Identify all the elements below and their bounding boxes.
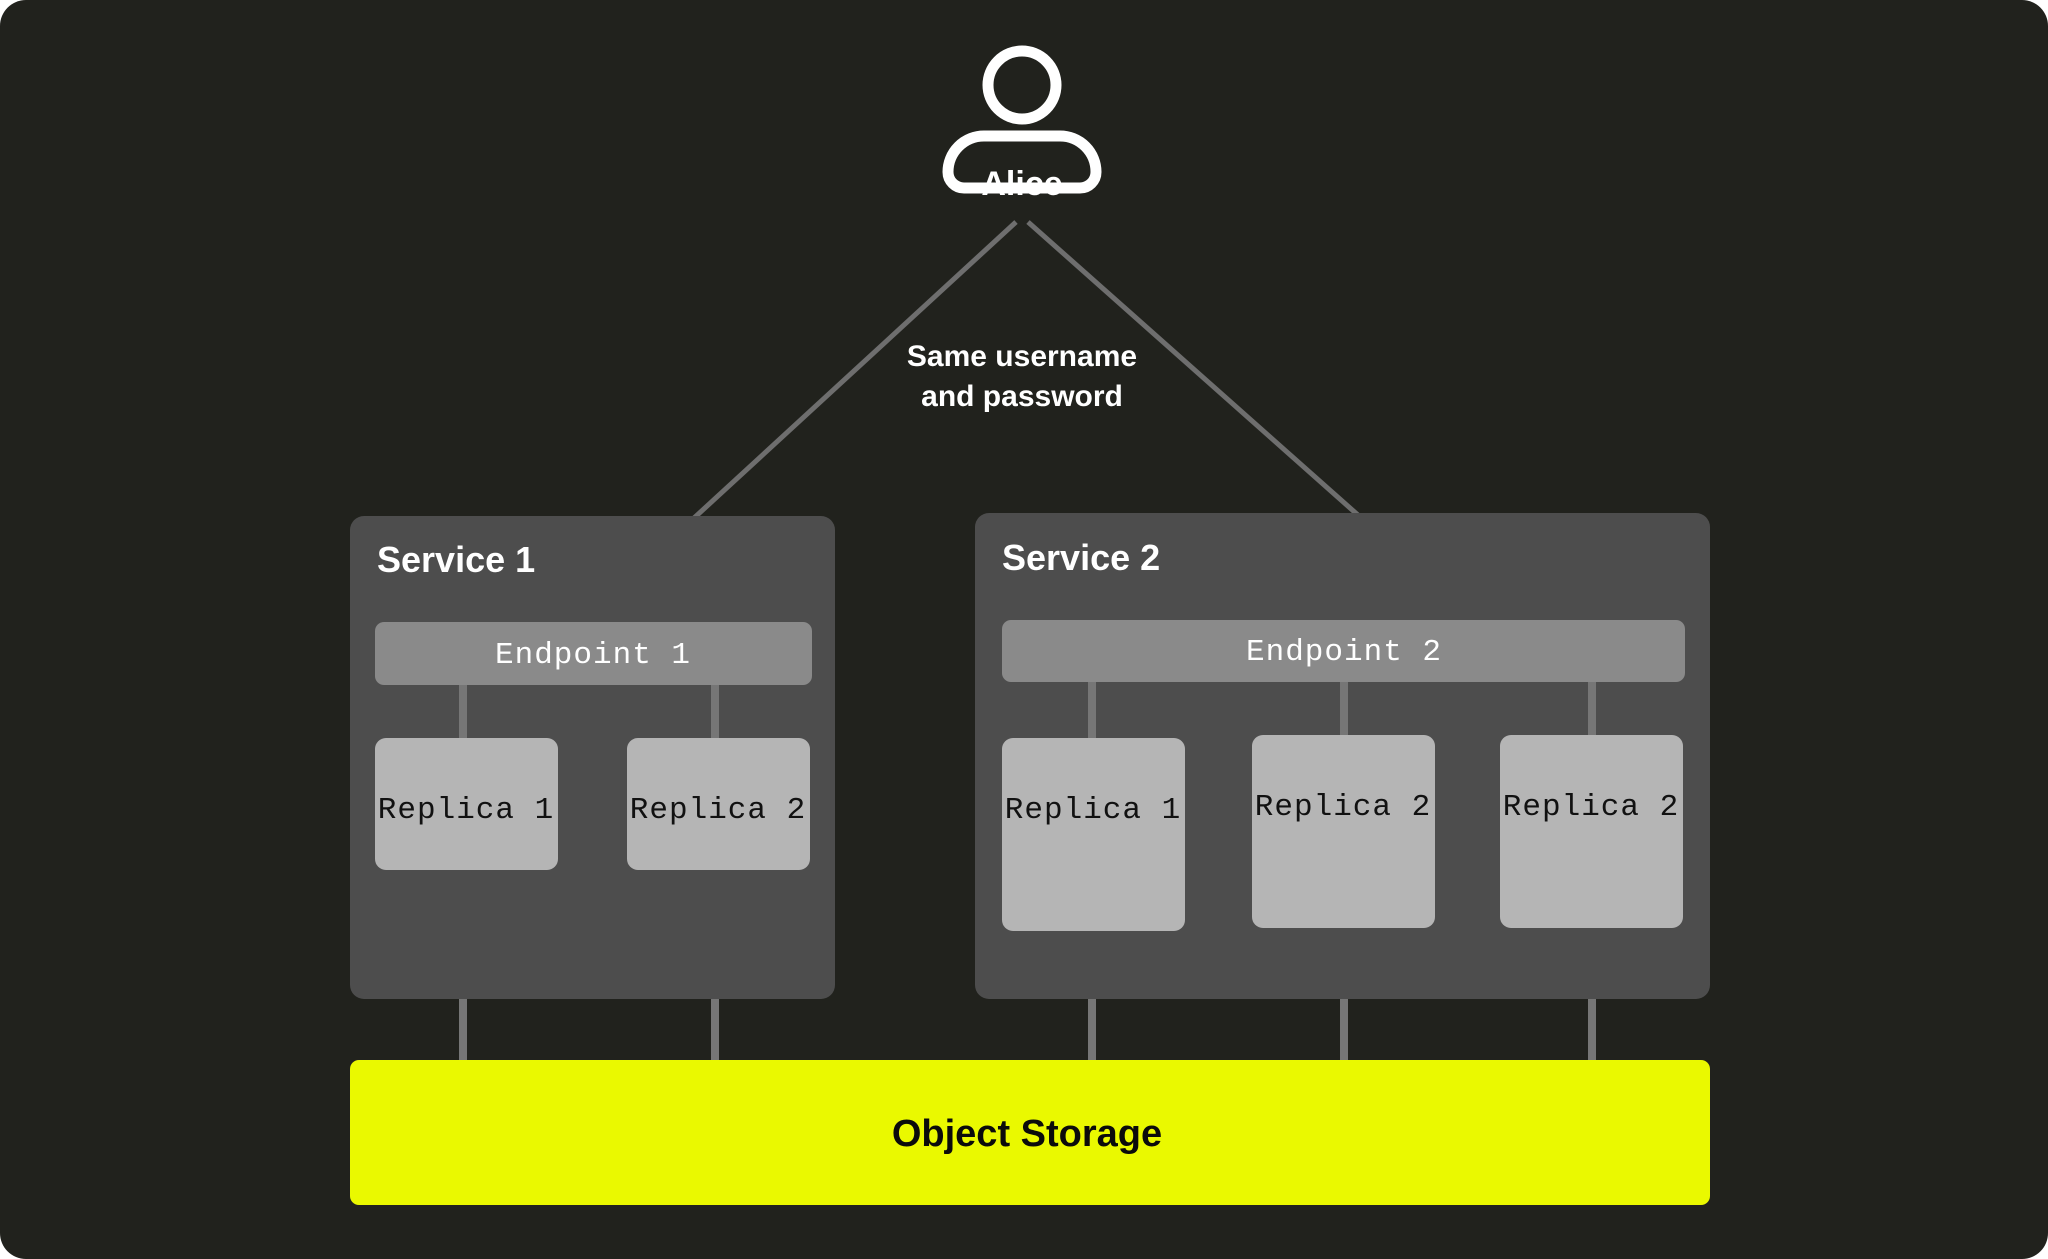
connection-note-line-2: and password	[921, 380, 1123, 413]
replica-s2-1[interactable]: Replica 1	[1002, 738, 1185, 931]
endpoint-2-background	[1002, 620, 1685, 682]
object-storage-background	[350, 1060, 1710, 1205]
endpoint-1-background	[375, 622, 812, 685]
replica-s1-1-label: Replica 1	[378, 793, 554, 828]
actor-alice: Alice	[942, 45, 1102, 203]
replica-s2-3[interactable]: Replica 2	[1500, 735, 1683, 928]
actor-label: Alice	[981, 165, 1062, 203]
replica-s2-1-label: Replica 1	[1005, 793, 1181, 828]
replica-s2-3-label: Replica 2	[1503, 790, 1679, 825]
replica-s1-2-label: Replica 2	[630, 793, 806, 828]
replica-s1-2-background	[627, 738, 810, 870]
endpoint-2[interactable]: Endpoint 2	[1002, 620, 1685, 682]
connection-note-line-1: Same username	[907, 340, 1137, 373]
object-storage[interactable]: Object Storage	[350, 1060, 1710, 1205]
endpoint-1-label: Endpoint 1	[495, 638, 691, 673]
replica-s2-2-background	[1252, 735, 1435, 928]
connection-note: Same username and password	[907, 340, 1137, 413]
replica-s2-2-label: Replica 2	[1255, 790, 1431, 825]
service-panel-1[interactable]: Service 1 Endpoint 1 Replica 1 Replica 2	[350, 516, 835, 999]
replica-s1-2[interactable]: Replica 2	[627, 738, 810, 870]
service-panel-2[interactable]: Service 2 Endpoint 2 Replica 1 Replica 2	[975, 513, 1710, 999]
endpoint-2-label: Endpoint 2	[1246, 635, 1442, 670]
replica-s2-2[interactable]: Replica 2	[1252, 735, 1435, 928]
replica-s2-1-background	[1002, 738, 1185, 931]
replica-s2-3-background	[1500, 735, 1683, 928]
service-panel-1-title: Service 1	[377, 539, 535, 580]
endpoint-1[interactable]: Endpoint 1	[375, 622, 812, 685]
replica-s1-1-background	[375, 738, 558, 870]
replica-s1-1[interactable]: Replica 1	[375, 738, 558, 870]
person-icon	[942, 45, 1102, 194]
object-storage-label: Object Storage	[892, 1113, 1162, 1155]
service-panel-2-title: Service 2	[1002, 537, 1160, 578]
